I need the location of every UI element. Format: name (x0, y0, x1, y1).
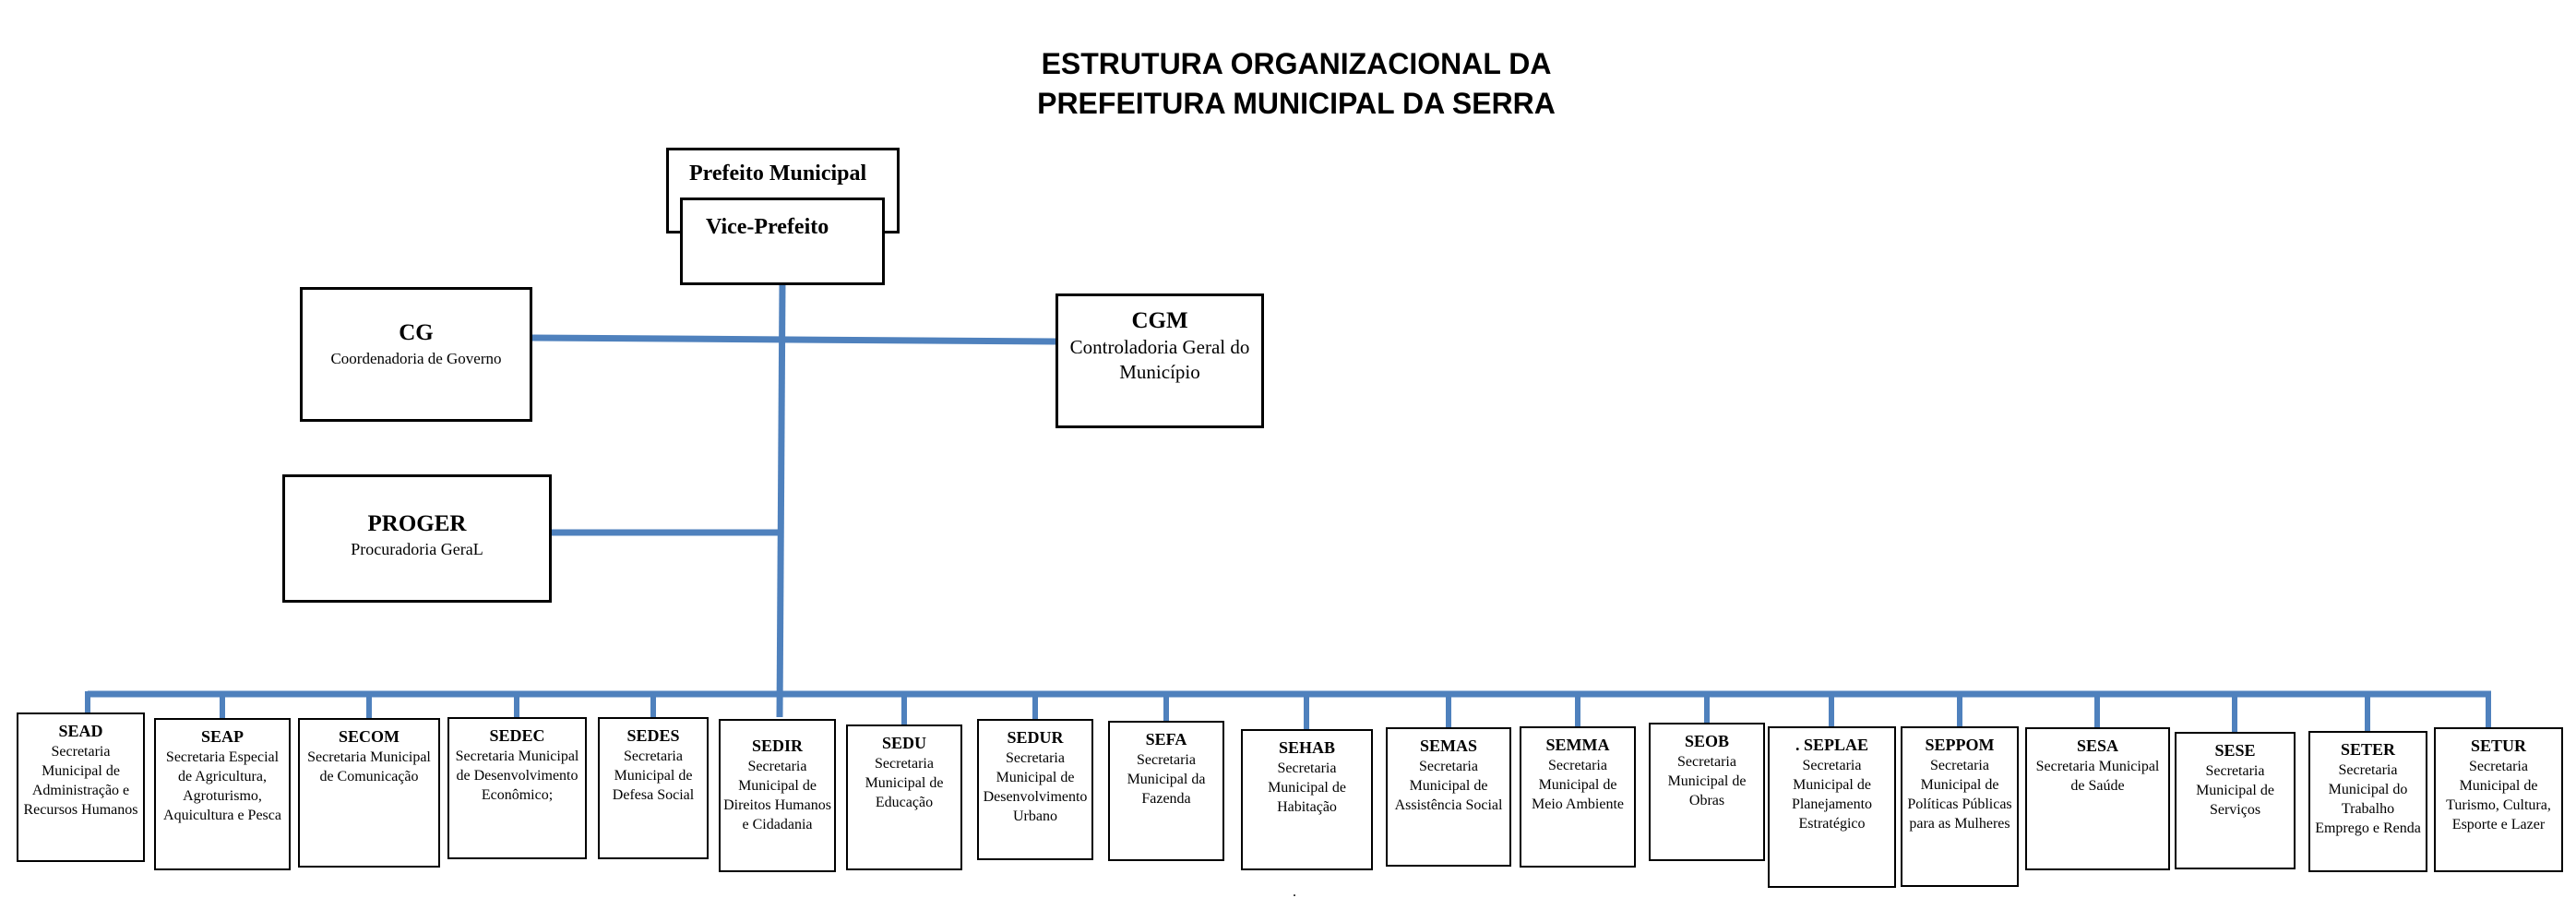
cgm-name: Controladoria Geral do Município (1069, 336, 1250, 383)
secretariat-acronym: SEAD (58, 722, 103, 740)
org-box-sese: SESE Secretaria Municipal de Serviços (2175, 732, 2296, 869)
cg-name: Coordenadoria de Governo (330, 350, 502, 367)
org-box-sefa: SEFA Secretaria Municipal da Fazenda (1108, 721, 1224, 861)
org-box-seplae: . SEPLAE Secretaria Municipal de Planeja… (1768, 726, 1896, 888)
secretariat-acronym: SEDEC (489, 726, 545, 745)
secretariat-name: Secretaria Municipal de Educação (865, 756, 944, 810)
secretariat-name: Secretaria Municipal de Administração e … (23, 744, 138, 818)
secretariat-acronym: SEMMA (1545, 736, 1610, 754)
org-box-semas: SEMAS Secretaria Municipal de Assistênci… (1386, 727, 1511, 867)
secretariat-name: Secretaria Municipal de Saúde (2035, 759, 2160, 794)
secretariat-acronym: . SEPLAE (1795, 736, 1869, 754)
connector-cg-cgm (531, 334, 1058, 345)
org-box-seob: SEOB Secretaria Municipal de Obras (1649, 723, 1765, 861)
org-box-sesa: SESA Secretaria Municipal de Saúde (2025, 727, 2170, 870)
secretariat-acronym: SEDES (626, 726, 680, 745)
secretariat-name: Secretaria Municipal de Serviços (2196, 763, 2274, 818)
secretariat-name: Secretaria Municipal de Defesa Social (612, 748, 695, 803)
secretariat-name: Secretaria Municipal de Políticas Públic… (1907, 758, 2012, 832)
org-box-sead: SEAD Secretaria Municipal de Administraç… (17, 712, 145, 862)
footnote-dot: . (1293, 884, 1296, 900)
secretariat-acronym: SEMAS (1419, 736, 1477, 755)
secretariat-acronym: SETUR (2470, 736, 2527, 755)
org-box-vice-prefeito: Vice-Prefeito (680, 198, 885, 285)
secretariat-name: Secretaria Municipal de Desenvolvimento … (455, 748, 579, 803)
cgm-acronym: CGM (1131, 308, 1188, 333)
chart-title: ESTRUTURA ORGANIZACIONAL DA PREFEITURA M… (909, 44, 1684, 124)
org-box-sedec: SEDEC Secretaria Municipal de Desenvolvi… (447, 717, 587, 859)
secretariat-acronym: SESE (2214, 741, 2256, 760)
org-box-sedur: SEDUR Secretaria Municipal de Desenvolvi… (977, 719, 1093, 860)
secretariat-name: Secretaria Municipal de Obras (1667, 754, 1747, 808)
secretariat-acronym: SETER (2340, 740, 2396, 759)
secretariat-name: Secretaria Municipal de Assistência Soci… (1394, 759, 1503, 813)
secretariat-name: Secretaria Municipal de Comunicação (307, 749, 431, 784)
org-box-seter: SETER Secretaria Municipal do Trabalho E… (2308, 731, 2427, 872)
org-box-cgm: CGM Controladoria Geral do Município (1055, 293, 1264, 428)
secretariat-acronym: SEDUR (1007, 728, 1064, 747)
secretariat-acronym: SEDU (881, 734, 926, 752)
org-box-sedir: SEDIR Secretaria Municipal de Direitos H… (719, 719, 836, 872)
org-box-proger: PROGER Procuradoria GeraL (282, 474, 552, 603)
secretariat-acronym: SEHAB (1278, 738, 1336, 757)
proger-name: Procuradoria GeraL (351, 540, 483, 558)
org-box-seppom: SEPPOM Secretaria Municipal de Políticas… (1901, 726, 2019, 887)
prefeito-label: Prefeito Municipal (689, 162, 867, 186)
secretariat-acronym: SECOM (338, 727, 400, 746)
org-box-secom: SECOM Secretaria Municipal de Comunicaçã… (298, 718, 440, 868)
secretariat-name: Secretaria Municipal de Turismo, Cultura… (2446, 759, 2551, 832)
org-box-cg: CG Coordenadoria de Governo (300, 287, 532, 422)
secretariat-name: Secretaria Municipal da Fazenda (1127, 752, 1206, 807)
secretariat-name: Secretaria Municipal de Habitação (1268, 760, 1346, 815)
secretariat-acronym: SEFA (1145, 730, 1187, 748)
secretariat-acronym: SESA (2076, 736, 2119, 755)
org-box-sehab: SEHAB Secretaria Municipal de Habitação (1241, 729, 1373, 870)
chart-title-line1: ESTRUTURA ORGANIZACIONAL DA (1041, 47, 1552, 80)
proger-acronym: PROGER (367, 511, 467, 536)
connector-spine (776, 281, 786, 718)
secretariat-name: Secretaria Municipal de Planejamento Est… (1791, 758, 1873, 832)
cg-acronym: CG (399, 320, 434, 345)
secretariat-name: Secretaria Municipal de Direitos Humanos… (723, 759, 831, 832)
vice-prefeito-label: Vice-Prefeito (706, 215, 829, 239)
secretariat-acronym: SEPPOM (1925, 736, 1995, 754)
secretariat-name: Secretaria Especial de Agricultura, Agro… (163, 749, 281, 823)
org-box-seap: SEAP Secretaria Especial de Agricultura,… (154, 718, 291, 870)
secretariat-name: Secretaria Municipal de Meio Ambiente (1532, 758, 1624, 812)
secretariat-acronym: SEOB (1684, 732, 1730, 750)
chart-title-line2: PREFEITURA MUNICIPAL DA SERRA (1037, 87, 1556, 120)
org-box-sedes: SEDES Secretaria Municipal de Defesa Soc… (598, 717, 709, 859)
secretariat-acronym: SEAP (200, 727, 244, 746)
org-box-setur: SETUR Secretaria Municipal de Turismo, C… (2434, 727, 2563, 872)
org-box-semma: SEMMA Secretaria Municipal de Meio Ambie… (1520, 726, 1636, 868)
secretariat-name: Secretaria Municipal de Desenvolvimento … (983, 750, 1088, 824)
org-box-sedu: SEDU Secretaria Municipal de Educação (846, 724, 962, 870)
secretariat-acronym: SEDIR (751, 736, 804, 755)
secretariat-name: Secretaria Municipal do Trabalho Emprego… (2315, 762, 2421, 836)
